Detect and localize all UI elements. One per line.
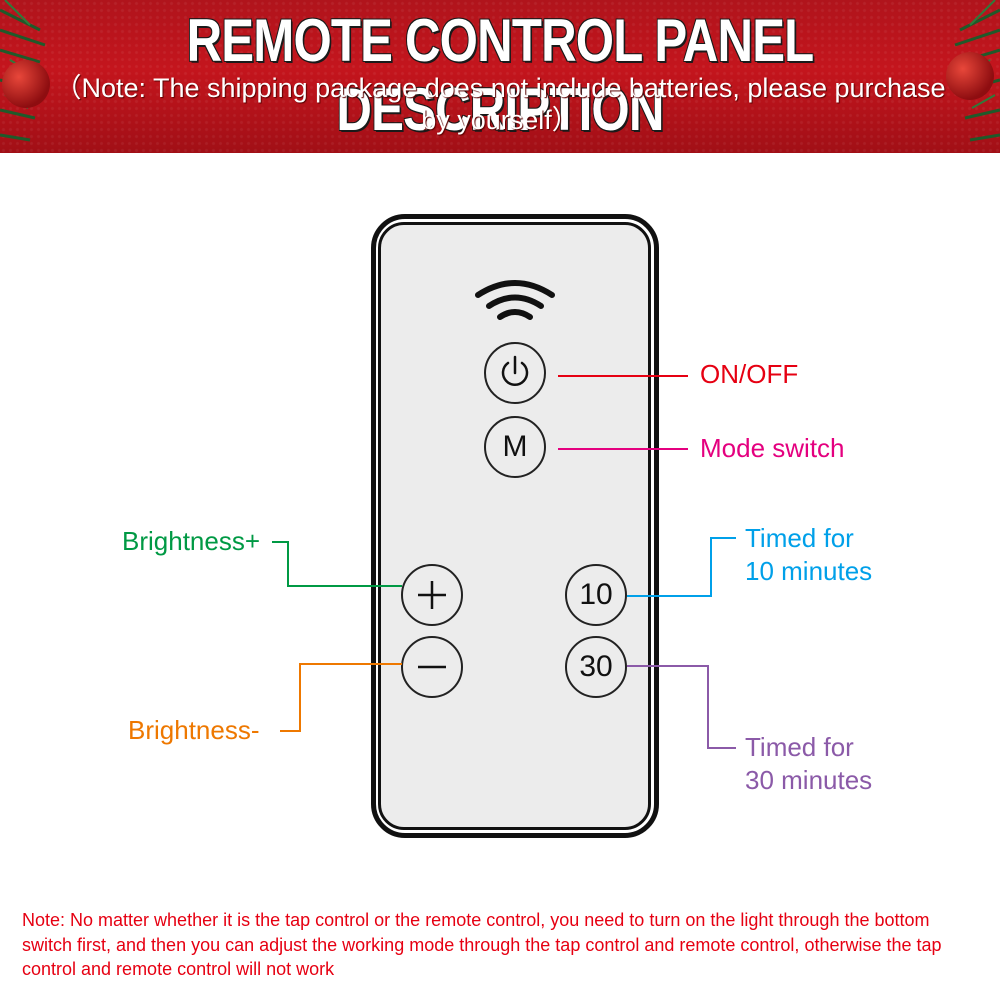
label-brightness-plus: Brightness+: [122, 526, 261, 556]
label-timed-10: Timed for 10 minutes: [745, 522, 872, 588]
remote-face: [378, 222, 651, 830]
label-on-off: ON/OFF: [700, 359, 799, 389]
leader-timed-10: [627, 537, 736, 597]
timer-30-label: 30: [579, 650, 613, 683]
label-timed-10-line1: Timed for: [745, 523, 854, 553]
label-timed-30: Timed for 30 minutes: [745, 731, 872, 797]
ribbon-bow-right: [946, 52, 994, 100]
header-banner: REMOTE CONTROL PANEL DESCRIPTION （Note: …: [0, 0, 1000, 153]
power-icon: [501, 355, 529, 386]
power-button[interactable]: [484, 342, 546, 404]
label-timed-30-line1: Timed for: [745, 732, 854, 762]
mode-button[interactable]: M: [484, 416, 546, 478]
label-timed-10-line2: 10 minutes: [745, 556, 873, 586]
timer-10-label: 10: [579, 578, 613, 611]
minus-icon: [418, 665, 446, 669]
page-title: REMOTE CONTROL PANEL DESCRIPTION: [186, 7, 815, 143]
brightness-down-button[interactable]: [401, 636, 463, 698]
timer-10-button[interactable]: 10: [565, 564, 627, 626]
label-timed-30-line2: 30 minutes: [745, 765, 873, 795]
brightness-up-button[interactable]: [401, 564, 463, 626]
battery-note: （Note: The shipping package does not inc…: [54, 73, 946, 135]
footnote: Note: No matter whether it is the tap co…: [22, 910, 942, 979]
label-brightness-minus: Brightness-: [128, 715, 260, 745]
timer-30-button[interactable]: 30: [565, 636, 627, 698]
wifi-signal-icon: [475, 280, 555, 320]
leader-timed-30: [627, 665, 736, 749]
leader-brightness-plus: [272, 541, 402, 587]
plus-icon: [418, 581, 446, 609]
ribbon-bow-left: [2, 60, 50, 108]
leader-brightness-minus: [280, 663, 402, 732]
label-mode-switch: Mode switch: [700, 433, 845, 463]
mode-button-label: M: [502, 430, 528, 463]
